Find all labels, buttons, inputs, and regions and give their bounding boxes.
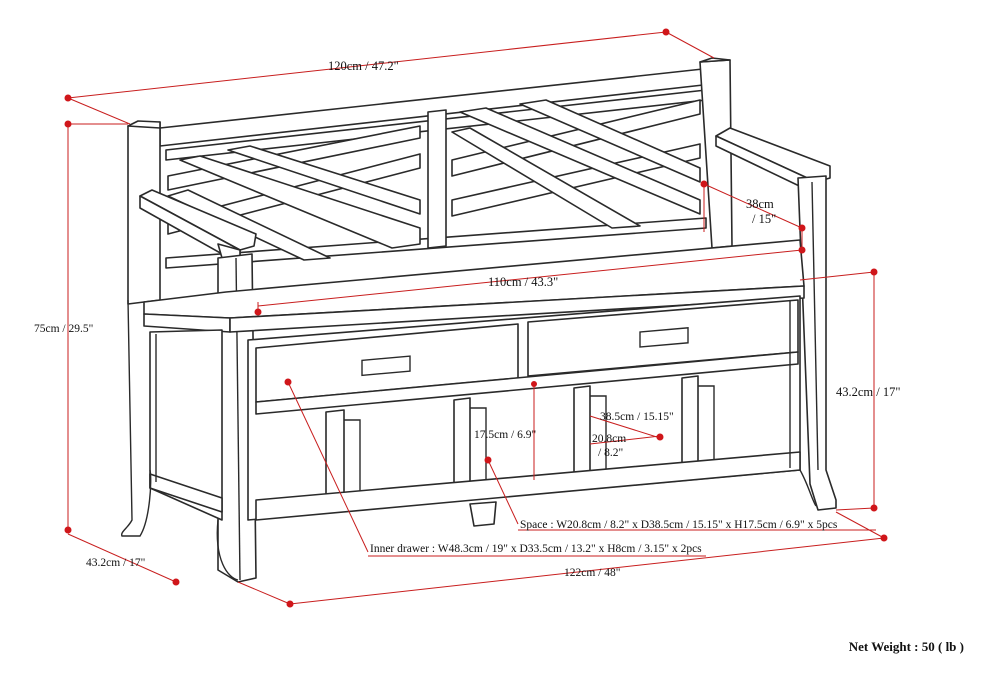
label-drawer-note: Inner drawer : W48.3cm / 19" x D33.5cm /… [370,543,702,555]
dim-line-cubby-width [589,435,661,445]
bench-drawing [121,57,837,583]
label-top-width: 120cm / 47.2" [328,59,399,73]
right-arm [715,127,837,511]
dim-line-top-width [67,31,667,99]
label-seat-width: 110cm / 43.3" [488,275,558,289]
label-arm-height-in: / 15" [752,212,776,226]
dim-line-seat-width [257,249,803,307]
cabinet [121,295,801,537]
dimension-labels: 120cm / 47.2" 75cm / 29.5" 38cm / 15" 11… [34,59,900,579]
dimension-lines [64,28,888,608]
label-arm-height: 38cm [746,197,774,211]
label-cubby-depth: 38.5cm / 15.15" [600,411,674,423]
net-weight: Net Weight : 50 ( lb ) [848,639,964,654]
left-lattice [167,125,421,261]
dim-line-cubby-depth [589,415,661,439]
dim-line-bottom-width [289,537,885,605]
label-bottom-width: 122cm / 48" [564,567,620,579]
dim-line-arm-height [703,183,803,229]
label-cubby-width: 20.8cm [592,433,626,445]
backrest [127,57,733,305]
dim-line-depth [67,533,177,583]
label-depth: 43.2cm / 17" [86,557,145,569]
label-cubby-height: 17.5cm / 6.9" [474,429,536,441]
label-cubby-width-in: / 8.2" [598,447,623,459]
label-seat-height: 43.2cm / 17" [836,385,900,399]
right-lattice [451,99,701,229]
label-space-note: Space : W20.8cm / 8.2" x D38.5cm / 15.15… [520,519,838,531]
seat [143,239,805,333]
label-overall-height: 75cm / 29.5" [34,323,93,335]
